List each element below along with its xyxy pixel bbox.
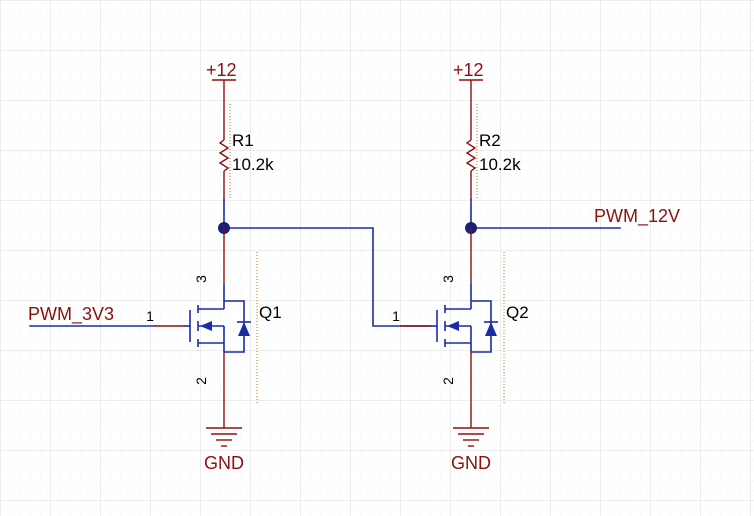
resistor-r1-designator: R1 [232, 131, 254, 150]
resistor-r1-value: 10.2k [232, 155, 274, 174]
power-label-r2: +12 [453, 60, 484, 80]
transistor-q2[interactable]: 3 2 1 Q2 [392, 228, 529, 405]
resistor-r2-designator: R2 [479, 131, 501, 150]
q1-source-pin-number: 2 [193, 377, 209, 385]
q2-gate-pin-number: 1 [392, 308, 400, 324]
q1-gate-pin-number: 1 [146, 308, 154, 324]
ground-port-q2[interactable]: GND [451, 400, 491, 473]
ground-label-q2: GND [451, 453, 491, 473]
power-label-r1: +12 [206, 60, 237, 80]
resistor-r2-value: 10.2k [479, 155, 521, 174]
q2-source-pin-number: 2 [440, 377, 456, 385]
q2-drain-pin-number: 3 [440, 275, 456, 283]
resistor-r2[interactable]: R2 10.2k [465, 104, 521, 200]
power-port-r2[interactable]: +12 [453, 60, 484, 104]
ground-port-q1[interactable]: GND [204, 400, 244, 473]
net-label-input[interactable]: PWM_3V3 [28, 304, 114, 325]
q1-drain-pin-number: 3 [193, 275, 209, 283]
transistor-q2-designator: Q2 [506, 303, 529, 322]
power-port-r1[interactable]: +12 [206, 60, 237, 104]
transistor-q1-designator: Q1 [259, 303, 282, 322]
resistor-r1[interactable]: R1 10.2k [218, 104, 274, 200]
net-label-output[interactable]: PWM_12V [594, 206, 680, 227]
transistor-q1[interactable]: 3 2 1 Q1 [146, 228, 282, 405]
ground-label-q1: GND [204, 453, 244, 473]
